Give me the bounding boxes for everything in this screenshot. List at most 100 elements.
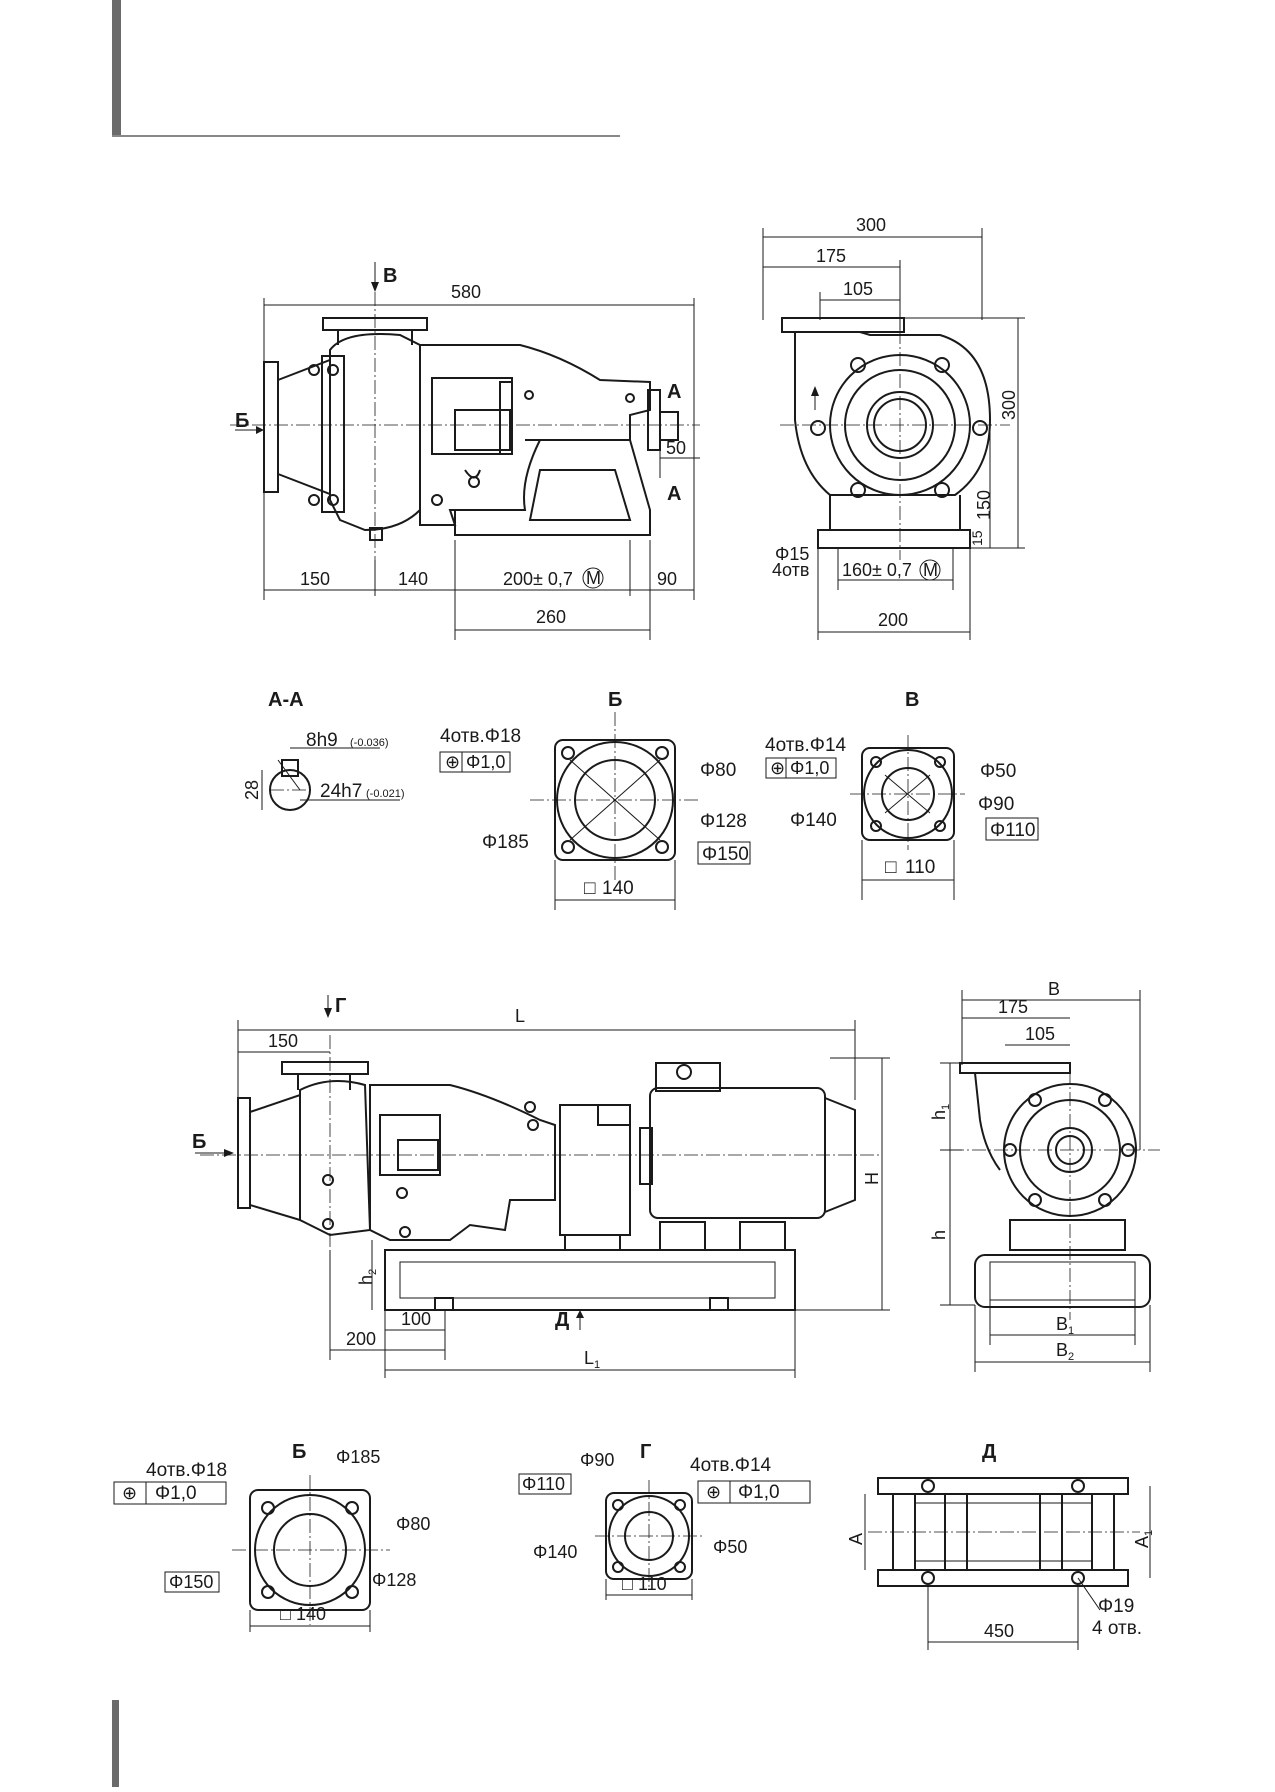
flange-g-square: 110 — [638, 1574, 667, 1594]
flange-v-d110: Φ110 — [990, 820, 1035, 841]
dim-90: 90 — [657, 569, 677, 589]
flange-b2-tol: Φ1,0 — [155, 1483, 197, 1504]
dim-h150: 150 — [974, 490, 994, 520]
cut-mark-a-top: А — [667, 381, 681, 403]
cut-mark-a-bottom: А — [667, 483, 681, 505]
section-aa-title: А-А — [268, 689, 304, 711]
flange-g-d110: Φ110 — [522, 1474, 565, 1494]
dim-w175: 175 — [816, 246, 846, 266]
flange-view-b-bottom: Б 4отв.Φ18 ⊕ Φ1,0 Φ185 Φ80 Φ150 Φ128 □ 1… — [113, 1441, 430, 1632]
flange-view-v-top: В 4отв.Φ14 ⊕ Φ1,0 Φ50 Φ90 Φ140 Φ110 □ 11… — [765, 689, 1039, 900]
page-margin-bar-bottom — [112, 1700, 119, 1787]
flange-g-title: Г — [640, 1441, 651, 1463]
dim-50: 50 — [666, 438, 686, 458]
flange-b2-d185: Φ185 — [336, 1447, 380, 1467]
view-arrow-g: Г — [335, 995, 346, 1017]
flange-b-d150: Φ150 — [702, 844, 749, 865]
page-margin-bar — [112, 0, 121, 136]
flange-g-d140: Φ140 — [533, 1542, 577, 1562]
flange-b2-d80: Φ80 — [396, 1514, 430, 1534]
pump-unit-front-dimensions: L 150 Г Б H h2 100 200 Д L1 — [192, 995, 890, 1378]
pump-front-view — [230, 270, 700, 560]
flange-g-tol: Φ1,0 — [738, 1482, 780, 1503]
dim-B: B — [1048, 979, 1060, 999]
dim-H: H — [862, 1172, 882, 1185]
dim-160-tol: 160± 0,7 — [842, 560, 912, 580]
dim-w200: 200 — [878, 610, 908, 630]
hole-count: 4отв — [772, 560, 809, 580]
base-view-d: Д A A1 Φ19 4 отв. 450 — [846, 1441, 1155, 1650]
pump-side-view — [780, 317, 1010, 560]
dim-100: 100 — [401, 1309, 431, 1329]
dim-w300: 300 — [856, 215, 886, 235]
dim-L: L — [515, 1006, 525, 1026]
flange-b2-square: 140 — [296, 1604, 326, 1624]
dim-A1: A1 — [1132, 1530, 1155, 1548]
dim-L1: L1 — [584, 1348, 600, 1371]
flange-b2-d128: Φ128 — [372, 1570, 416, 1590]
dim-h2: h2 — [356, 1269, 379, 1285]
dim-150: 150 — [300, 569, 330, 589]
flange-b2-d150: Φ150 — [169, 1572, 213, 1592]
base-d-count: 4 отв. — [1092, 1618, 1142, 1639]
flange-g-d50: Φ50 — [713, 1537, 747, 1557]
view-arrow-b-unit: Б — [192, 1131, 206, 1153]
flange-b-title: Б — [608, 689, 622, 711]
pump-front-dimensions: 580 В Б А А 50 150 140 200± 0,7 M 90 260 — [235, 262, 700, 640]
flange-v-d90: Φ90 — [978, 794, 1014, 815]
key-width: 8h9 — [306, 730, 338, 751]
view-arrow-b: Б — [235, 410, 249, 432]
dim-140: 140 — [398, 569, 428, 589]
view-arrow-v: В — [383, 265, 397, 287]
svg-text:□: □ — [280, 1604, 291, 1624]
dim-h15: 15 — [969, 530, 985, 546]
flange-v-d140: Φ140 — [790, 810, 837, 831]
pump-unit-side-view — [950, 1062, 1160, 1320]
shaft-tol: (-0.021) — [366, 788, 405, 800]
dim-overall-length: 580 — [451, 282, 481, 302]
flange-v-title: В — [905, 689, 919, 711]
dim-side-175: 175 — [998, 997, 1028, 1017]
svg-text:□: □ — [622, 1574, 633, 1594]
svg-text:□: □ — [885, 857, 897, 878]
flange-b-tol: Φ1,0 — [466, 752, 505, 772]
base-d-title: Д — [982, 1441, 996, 1463]
pump-unit-side-dimensions: B 175 105 h1 h B1 B2 — [929, 979, 1151, 1372]
dim-side-105: 105 — [1025, 1024, 1055, 1044]
dim-h: h — [929, 1230, 949, 1240]
dim-B2: B2 — [1056, 1340, 1074, 1363]
svg-text:□: □ — [584, 878, 596, 899]
dim-w105: 105 — [843, 279, 873, 299]
dim-B1: B1 — [1056, 1314, 1074, 1337]
dim-260: 260 — [536, 607, 566, 627]
flange-b-holes: 4отв.Φ18 — [440, 726, 521, 747]
pump-side-dimensions: 300 175 105 300 150 15 Φ15 4отв 160± 0,7… — [762, 215, 1025, 640]
svg-text:M: M — [923, 560, 938, 580]
flange-b2-title: Б — [292, 1441, 306, 1463]
svg-text:⊕: ⊕ — [770, 758, 785, 778]
pump-unit-front-view — [200, 1035, 880, 1311]
flange-v-square: 110 — [905, 857, 935, 878]
flange-b-d185: Φ185 — [482, 832, 529, 853]
base-d-hole: Φ19 — [1098, 1596, 1134, 1617]
section-aa: А-А 28 8h9 (-0.036) 24h7 (-0.021) — [242, 689, 405, 811]
dim-h1: h1 — [929, 1104, 952, 1120]
shaft-dia: 24h7 — [320, 781, 362, 802]
dim-unit-200: 200 — [346, 1329, 376, 1349]
flange-b-d80: Φ80 — [700, 760, 736, 781]
view-arrow-d: Д — [555, 1309, 569, 1331]
key-tol: (-0.036) — [350, 737, 389, 749]
flange-b-square: 140 — [602, 878, 634, 899]
dim-200-tol: 200± 0,7 — [503, 569, 573, 589]
dim-h300: 300 — [999, 390, 1019, 420]
svg-text:⊕: ⊕ — [122, 1483, 137, 1503]
svg-text:M: M — [586, 568, 601, 588]
flange-view-b-top: Б 4отв.Φ18 ⊕ Φ1,0 Φ80 Φ128 Φ185 Φ150 □ 1… — [439, 689, 751, 910]
flange-v-tol: Φ1,0 — [790, 758, 829, 778]
hole-dia: Φ15 — [775, 544, 809, 564]
svg-text:⊕: ⊕ — [706, 1482, 721, 1502]
flange-v-d50: Φ50 — [980, 761, 1016, 782]
svg-text:⊕: ⊕ — [445, 752, 460, 772]
dim-28: 28 — [242, 780, 262, 800]
